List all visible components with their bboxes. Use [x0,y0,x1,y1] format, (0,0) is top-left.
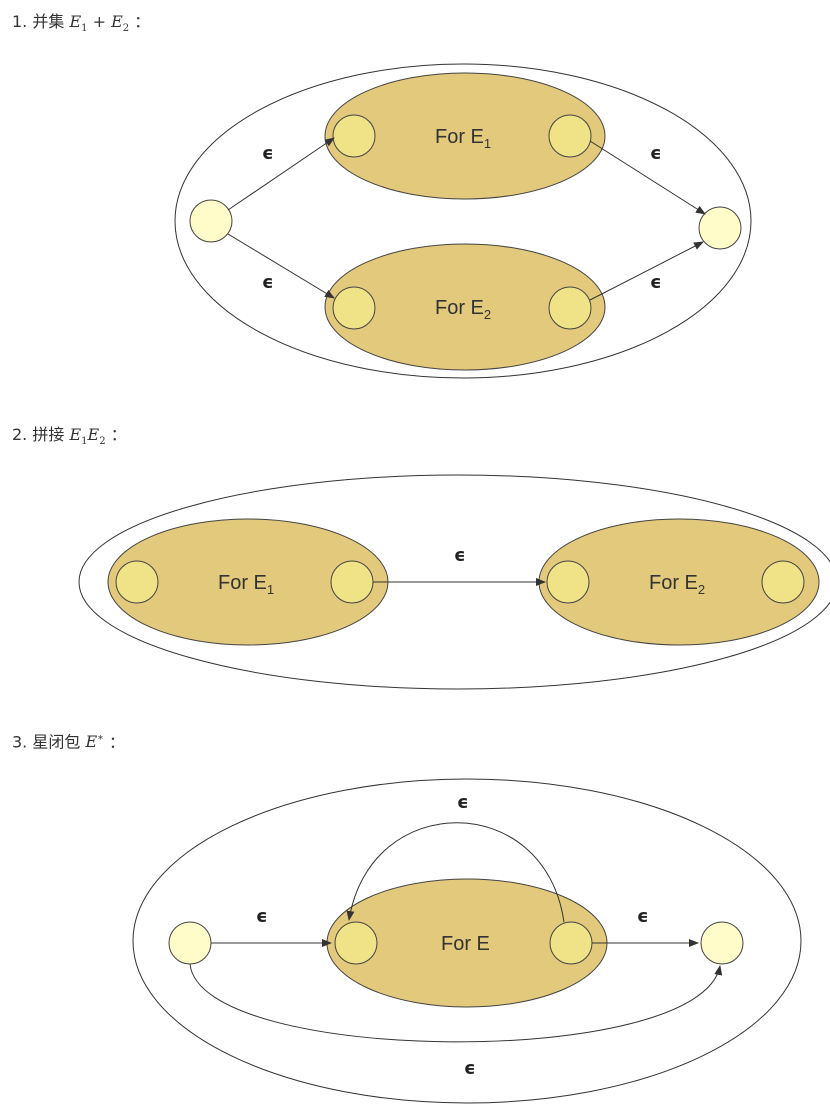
section-3-number: 3. [12,732,28,752]
union-e2-start-state [332,286,376,330]
union-nfa-e1 [324,72,606,200]
star-outer-boundary [132,778,802,1104]
section-3-suffix: ： [109,732,126,752]
star-epsilon-exit-label: ϵ [637,906,649,927]
concat-e1-start-state [115,560,159,604]
section-3-heading: 3. 星闭包 E∗ ： [12,728,125,753]
union-epsilon-label-4: ϵ [650,272,662,293]
star-e-label: For E [441,933,490,955]
section-1-heading: 1. 并集 E1 + E2 ： [12,11,150,40]
union-edge-start-to-e1 [227,137,335,211]
star-e-accept-state [549,921,593,965]
union-e1-start-state [332,114,376,158]
concat-e1-accept-state [330,560,374,604]
section-2-number: 2. [12,425,28,444]
section-1-formula: E1 + E2 [69,12,130,35]
section-3-title: 星闭包 [32,732,81,752]
star-start-state [168,921,212,965]
concat-diagram: For E1 For E2 ϵ [78,474,830,690]
star-accept-state [700,921,744,965]
union-nfa-e2 [324,243,606,371]
section-2-title: 拼接 [32,425,65,444]
union-epsilon-label-2: ϵ [262,272,274,293]
section-2-suffix: ： [110,425,127,444]
section-1-suffix: ： [134,12,151,31]
concat-outer-boundary [78,474,830,690]
star-epsilon-skip-label: ϵ [464,1058,476,1079]
union-accept-state [698,206,742,250]
union-edge-e2-to-accept [589,241,704,301]
union-edge-start-to-e2 [227,233,335,299]
concat-epsilon-label: ϵ [454,545,466,566]
star-epsilon-loop-label: ϵ [457,792,469,813]
star-skip-edge [189,963,723,1043]
section-1-number: 1. [12,12,28,31]
concat-e2-label: For E2 [649,572,705,597]
union-epsilon-label-1: ϵ [262,143,274,164]
union-start-state [189,199,233,243]
star-e-start-state [334,921,378,965]
union-e1-accept-state [548,114,592,158]
union-e1-label: For E1 [435,126,491,151]
union-diagram: For E1 For E2 ϵ ϵ ϵ ϵ [174,63,752,379]
star-loop-back-edge [346,822,565,923]
union-epsilon-label-3: ϵ [650,143,662,164]
concat-e2-accept-state [761,560,805,604]
concat-e1-label: For E1 [218,572,274,597]
union-outer-boundary [174,63,752,379]
union-edge-e1-to-accept [589,140,706,215]
section-2-heading: 2. 拼接 E1E2 ： [12,424,127,453]
star-epsilon-entry-label: ϵ [256,906,268,927]
concat-e2-start-state [546,560,590,604]
section-2-formula: E1E2 [69,425,106,448]
union-e2-label: For E2 [435,297,491,322]
star-diagram: For E ϵ ϵ ϵ ϵ [132,778,802,1104]
union-e2-accept-state [548,286,592,330]
section-1-title: 并集 [32,12,65,31]
section-3-formula: E∗ [85,732,104,752]
